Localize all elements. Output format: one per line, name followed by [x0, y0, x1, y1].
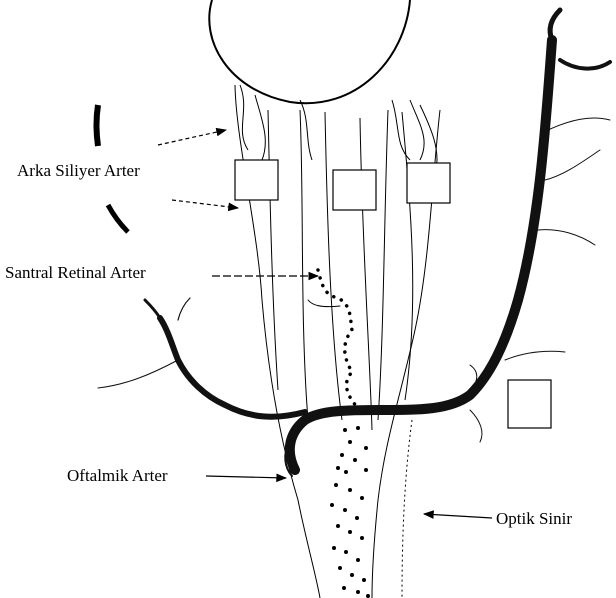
- label-posterior-ciliary-artery: Arka Siliyer Arter: [17, 162, 140, 179]
- label-optic-nerve: Optik Sinir: [496, 510, 572, 527]
- label-central-retinal-artery: Santral Retinal Arter: [5, 264, 146, 281]
- arrow-optic-nerve: [424, 514, 492, 518]
- section-box-1: [235, 160, 278, 200]
- section-box-3: [407, 163, 450, 203]
- stippled-vessel: [330, 426, 370, 598]
- posterior-ciliary-arc-upper: [97, 105, 99, 146]
- posterior-ciliary-arc-lower: [108, 205, 128, 232]
- eyeball: [209, 0, 410, 103]
- section-box-4: [508, 380, 551, 428]
- section-box-2: [333, 170, 376, 210]
- arrow-posterior-ciliary-lower: [172, 200, 238, 208]
- label-ophthalmic-artery: Oftalmik Arter: [67, 467, 168, 484]
- arrow-posterior-ciliary-upper: [158, 130, 226, 145]
- arrow-ophthalmic: [206, 476, 286, 478]
